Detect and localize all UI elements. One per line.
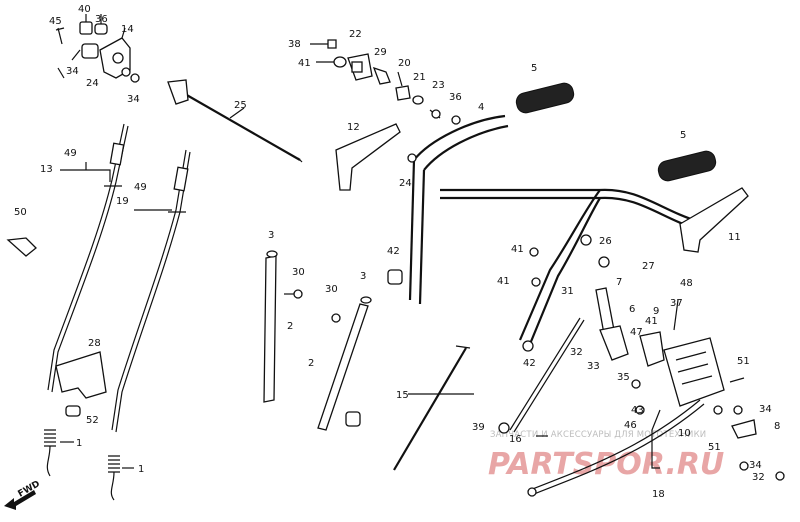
- callout-label: 5: [680, 130, 686, 141]
- rod-2-left: [263, 255, 277, 403]
- callout-label: 34: [749, 460, 762, 471]
- small-parts-3-30-42: [266, 250, 403, 427]
- callout-label: 28: [88, 338, 101, 349]
- callout-label: 49: [64, 148, 77, 159]
- callout-label: 33: [587, 361, 600, 372]
- part-50: [6, 237, 37, 257]
- callout-label: 24: [399, 178, 412, 189]
- callout-label: 20: [398, 58, 411, 69]
- rod-2-right: [317, 303, 369, 431]
- callout-label: 47: [630, 327, 643, 338]
- callout-label: 45: [49, 16, 62, 27]
- callout-label: 49: [134, 182, 147, 193]
- callout-label: 24: [86, 78, 99, 89]
- grip-5-lower: [657, 150, 717, 182]
- rod-15: [393, 345, 471, 471]
- callout-leaders: [57, 67, 661, 469]
- callout-label: 35: [617, 372, 630, 383]
- lever-assembly-6: [580, 234, 679, 367]
- callout-label: 42: [387, 246, 400, 257]
- callout-label: 38: [288, 39, 301, 50]
- callout-label: 41: [497, 276, 510, 287]
- callout-label: 41: [645, 316, 658, 327]
- callout-label: 46: [624, 420, 637, 431]
- part-group-lock-assembly: [55, 14, 140, 83]
- callout-label: 13: [40, 164, 53, 175]
- callout-label: 36: [95, 14, 108, 25]
- callout-label: 11: [728, 232, 741, 243]
- callout-label: 29: [374, 47, 387, 58]
- callout-label: 48: [680, 278, 693, 289]
- callout-label: 30: [292, 267, 305, 278]
- callout-label: 10: [678, 428, 691, 439]
- callout-label: 15: [396, 390, 409, 401]
- callout-label: 16: [509, 434, 522, 445]
- watermark-subtitle: ЗАПЧАСТИ И АКСЕССУАРЫ ДЛЯ МОТОТЕХНИКИ: [490, 430, 706, 440]
- callout-labels: 45 40 36 14 34 24 34 38 41 22 29 20 21 2…: [14, 4, 780, 500]
- cable-16-18: [509, 317, 705, 497]
- callout-label: 3: [360, 271, 366, 282]
- callout-label: 52: [86, 415, 99, 426]
- callout-label: 32: [570, 347, 583, 358]
- callout-label: 6: [629, 304, 635, 315]
- callout-label: 27: [642, 261, 655, 272]
- control-box-10: [663, 337, 725, 407]
- callout-label: 26: [599, 236, 612, 247]
- callout-label: 37: [670, 298, 683, 309]
- callout-label: 21: [413, 72, 426, 83]
- callout-label: 34: [127, 94, 140, 105]
- bracket-12: [335, 123, 417, 191]
- grip-5-upper: [515, 82, 575, 114]
- callout-label: 43: [631, 405, 644, 416]
- callout-label: 14: [121, 24, 134, 35]
- callout-label: 51: [708, 442, 721, 453]
- callout-label: 31: [561, 286, 574, 297]
- small-parts-right: [498, 247, 785, 481]
- callout-label: 5: [531, 63, 537, 74]
- callout-label: 34: [66, 66, 79, 77]
- callout-label: 9: [653, 306, 659, 317]
- handlebar-4: [408, 114, 701, 345]
- callout-label: 4: [478, 102, 484, 113]
- callout-label: 39: [472, 422, 485, 433]
- callout-label: 36: [449, 92, 462, 103]
- callout-label: 7: [616, 277, 622, 288]
- callout-label: 41: [298, 58, 311, 69]
- part-group-cable-clamps: [310, 39, 461, 125]
- callout-label: 40: [78, 4, 91, 15]
- callout-label: 1: [76, 438, 82, 449]
- callout-label: 2: [308, 358, 314, 369]
- bracket-28: [55, 351, 107, 417]
- callout-label: 12: [347, 122, 360, 133]
- cable-19: [111, 149, 191, 433]
- rod-25: [167, 79, 303, 163]
- callout-label: 50: [14, 207, 27, 218]
- callout-label: 3: [268, 230, 274, 241]
- callout-label: 23: [432, 80, 445, 91]
- callout-label: 2: [287, 321, 293, 332]
- callout-label: 25: [234, 100, 247, 111]
- callout-label: 34: [759, 404, 772, 415]
- fwd-arrow-icon: [4, 490, 36, 510]
- callout-label: 30: [325, 284, 338, 295]
- callout-label: 32: [752, 472, 765, 483]
- callout-label: 51: [737, 356, 750, 367]
- bracket-11: [679, 187, 749, 253]
- callout-label: 8: [774, 421, 780, 432]
- cable-13: [47, 123, 129, 393]
- callout-label: 18: [652, 489, 665, 500]
- callout-label: 41: [511, 244, 524, 255]
- spring-1-right: [108, 455, 120, 501]
- callout-label: 1: [138, 464, 144, 475]
- callout-label: 42: [523, 358, 536, 369]
- callout-label: 22: [349, 29, 362, 40]
- callout-label: 19: [116, 196, 129, 207]
- spring-1-left: [44, 429, 56, 477]
